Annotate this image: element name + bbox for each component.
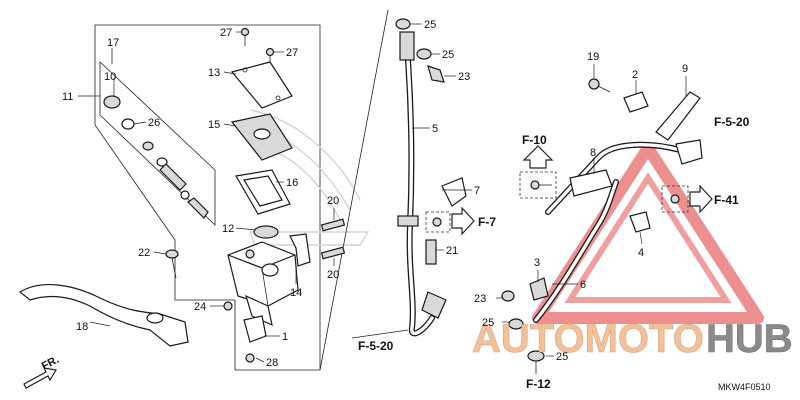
callout-25-top: 25	[424, 19, 436, 31]
brake-hose-5	[397, 31, 447, 337]
diaphragm-plate	[230, 113, 293, 161]
clip-4	[629, 211, 651, 233]
callout-25-lower: 25	[482, 317, 494, 329]
callout-11: 11	[62, 91, 73, 103]
front-direction-arrow	[23, 367, 57, 389]
callout-16: 16	[286, 177, 298, 189]
clip-12	[253, 225, 279, 239]
bolt-19	[588, 78, 611, 93]
ref-f5-20-bottom: F-5-20	[358, 339, 394, 353]
washer-25-top	[395, 18, 411, 30]
divider-line	[319, 9, 389, 371]
callout-5: 5	[432, 123, 438, 135]
callout-19: 19	[587, 51, 599, 63]
washer-25-bottom	[527, 350, 545, 362]
brake-pipe	[529, 139, 703, 323]
callout-13: 13	[208, 67, 220, 79]
ref-f5-20-right: F-5-20	[714, 115, 750, 129]
master-cylinder-enclosure	[94, 24, 321, 371]
callout-6: 6	[580, 279, 586, 291]
screw-27a	[240, 27, 250, 46]
bolt-21	[425, 239, 437, 265]
callout-12: 12	[222, 223, 234, 235]
leader-lines	[78, 23, 687, 363]
front-direction-label: FR.	[40, 354, 61, 373]
ref-arrow-f10	[522, 145, 554, 169]
callout-3: 3	[534, 257, 540, 269]
callout-14: 14	[290, 287, 302, 299]
callout-21: 21	[446, 245, 458, 257]
callout-8: 8	[590, 147, 596, 159]
holder-clamp	[289, 233, 311, 267]
stop-switch	[243, 315, 267, 343]
callout-25-mid: 25	[442, 49, 454, 61]
callout-23-top: 23	[458, 71, 470, 83]
reference-labels: F-10 F-5-20 F-7 F-41 F-5-20 F-12	[358, 115, 750, 391]
callout-labels: 25 25 23 5 27 27 13 15 16 17 10 11 26 12…	[62, 19, 688, 369]
callout-2: 2	[632, 69, 638, 81]
callout-17: 17	[107, 37, 119, 49]
brake-lever	[18, 284, 189, 347]
drawing-code: MKW4F0510	[718, 382, 771, 392]
reservoir-cap	[230, 61, 293, 109]
diaphragm	[235, 169, 291, 215]
bolt-20b	[320, 246, 346, 260]
callout-28: 28	[266, 357, 278, 369]
bolt-20a	[320, 218, 346, 232]
f10-dashed-box	[519, 171, 557, 199]
master-cylinder-body	[227, 241, 299, 327]
callout-22: 22	[138, 247, 150, 259]
callout-27b: 27	[286, 47, 298, 59]
watermark-inner-triangle	[564, 172, 732, 303]
washer-25-lower	[508, 318, 524, 330]
bolt-24	[223, 301, 233, 311]
callout-15: 15	[208, 119, 220, 131]
callout-27a: 27	[220, 27, 232, 39]
f7-dashed-box	[425, 211, 451, 233]
callout-24: 24	[194, 301, 206, 313]
bracket-9	[655, 91, 701, 141]
screw-28	[245, 353, 255, 363]
ref-f7: F-7	[478, 215, 496, 229]
piston-kit-box	[99, 48, 216, 226]
guide-clip	[441, 177, 467, 207]
watermark-text: AUTOMOTO HUB	[472, 317, 793, 362]
callout-4: 4	[638, 247, 644, 259]
pivot-bolt	[165, 249, 179, 279]
callout-23-bottom: 23	[474, 293, 486, 305]
piston-set	[103, 95, 209, 219]
callout-20b: 20	[327, 269, 339, 281]
ref-arrow-f41	[689, 184, 713, 214]
watermark-part1: AUTOMOTO	[472, 317, 704, 361]
callout-25-bottom: 25	[556, 351, 568, 363]
callout-1: 1	[282, 331, 288, 343]
ref-f41: F-41	[714, 193, 739, 207]
callout-7: 7	[474, 185, 480, 197]
watermark-part2: HUB	[706, 317, 793, 361]
f41-dashed-box	[661, 185, 689, 213]
callout-18: 18	[76, 321, 88, 333]
callout-10: 10	[104, 71, 116, 83]
ref-arrow-f7	[451, 206, 475, 236]
callout-9: 9	[682, 63, 688, 75]
bolt-23-top	[427, 65, 445, 83]
washer-25-mid	[416, 48, 432, 60]
callout-26: 26	[148, 117, 160, 129]
callout-20a: 20	[327, 195, 339, 207]
ref-f12: F-12	[526, 377, 551, 391]
ref-f10: F-10	[522, 133, 547, 147]
bolt-23-bottom	[501, 290, 515, 302]
bracket-8	[569, 169, 613, 197]
clamp-2	[623, 91, 649, 113]
